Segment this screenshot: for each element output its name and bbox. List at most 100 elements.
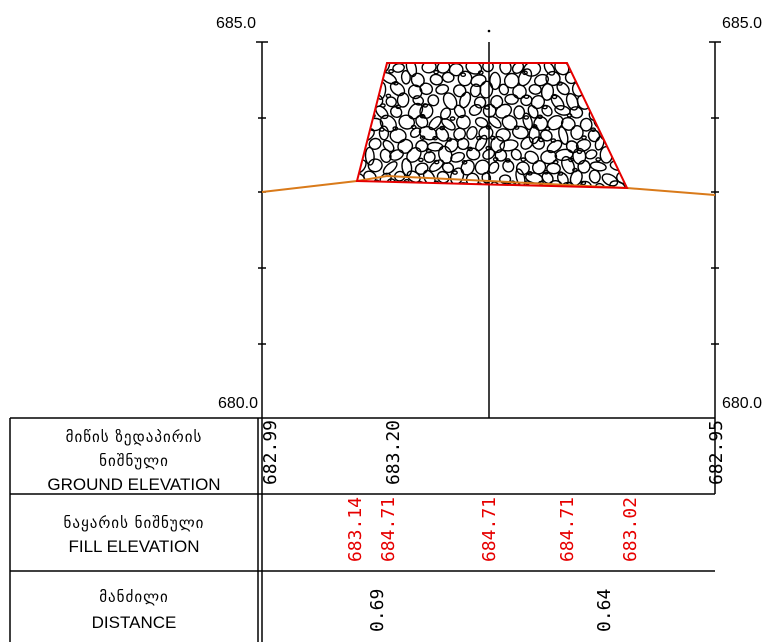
- rock-shape: [634, 105, 638, 108]
- rock-shape: [622, 160, 627, 172]
- rock-shape: [602, 103, 609, 109]
- rock-shape: [368, 137, 382, 150]
- rock-shape: [605, 96, 620, 110]
- ground-elevation-value: 682.99: [260, 420, 281, 485]
- rock-shape: [541, 104, 553, 117]
- rock-shape: [504, 93, 519, 105]
- rock-shape: [444, 138, 459, 153]
- rock-shape: [594, 92, 601, 98]
- rock-shape: [499, 139, 519, 152]
- distance-row-label-ka: მანძილი: [99, 588, 169, 606]
- rock-shape: [524, 150, 539, 165]
- rock-shape: [604, 125, 611, 130]
- rock-shape: [601, 173, 619, 187]
- rock-shape: [495, 103, 513, 119]
- rock-shape: [540, 82, 555, 101]
- rock-shape: [522, 70, 528, 76]
- left-scale-axis: [256, 41, 268, 642]
- rock-shape: [444, 182, 457, 188]
- rock-shape: [595, 157, 602, 162]
- rock-shape: [531, 136, 545, 150]
- fill-elevation-value: 683.14: [345, 497, 366, 562]
- rock-shape: [357, 159, 367, 174]
- rock-shape: [357, 101, 360, 119]
- rock-shape: [550, 93, 565, 111]
- rock-shape: [425, 191, 429, 194]
- rock-shape: [460, 72, 467, 77]
- rock-shape: [619, 137, 627, 149]
- rock-shape: [587, 129, 601, 143]
- rock-shape: [389, 149, 404, 161]
- rock-shape: [611, 140, 624, 153]
- rock-shape: [417, 157, 424, 163]
- rock-shape: [488, 161, 500, 174]
- rock-shape: [579, 180, 593, 188]
- rock-shape: [453, 104, 466, 119]
- rock-shape: [359, 63, 374, 77]
- rock-shape: [543, 63, 556, 76]
- rock-shape: [357, 112, 362, 118]
- fill-row-label-ka: ნაყარის ნიშნული: [64, 514, 205, 532]
- rock-shape: [468, 183, 488, 188]
- rock-shape: [378, 125, 390, 141]
- rock-shape: [570, 125, 584, 141]
- rock-shape: [461, 159, 468, 165]
- rock-shape: [556, 81, 570, 96]
- rock-shape: [629, 137, 633, 140]
- rock-shape: [588, 169, 601, 184]
- rock-shape: [429, 159, 444, 173]
- rock-shape: [474, 159, 491, 175]
- rock-shape: [430, 183, 445, 188]
- ground-row-label-ka-2: ნიშნული: [99, 452, 169, 470]
- scale-top-left-label: 685.0: [216, 15, 256, 32]
- rock-shape: [515, 161, 530, 176]
- rock-shape: [528, 83, 542, 95]
- rock-shape: [582, 91, 589, 97]
- distance-value: 0.64: [594, 589, 615, 632]
- rock-shape: [520, 157, 527, 162]
- data-table-frame: [9, 417, 716, 642]
- rock-shape: [405, 63, 418, 78]
- rock-shape: [427, 94, 440, 107]
- rock-shape: [530, 95, 546, 110]
- rock-shape: [490, 94, 504, 109]
- rock-shape: [523, 63, 542, 77]
- rock-shape: [398, 114, 416, 130]
- rock-shape: [561, 155, 575, 175]
- rock-shape: [487, 115, 502, 129]
- rock-shape: [551, 94, 558, 100]
- rock-shape: [593, 93, 604, 108]
- rock-shape: [546, 162, 561, 175]
- rock-shape: [364, 81, 376, 96]
- rock-shape: [622, 114, 627, 129]
- rock-shape: [441, 162, 455, 174]
- rock-shape: [482, 148, 496, 160]
- rock-shape: [367, 158, 383, 173]
- rock-shape: [410, 191, 414, 194]
- rock-shape: [428, 115, 442, 131]
- rock-shape: [609, 71, 624, 84]
- rock-shape: [483, 193, 487, 196]
- rock-shape: [498, 83, 510, 96]
- distance-value: 0.69: [367, 589, 388, 632]
- rock-shape: [357, 96, 367, 109]
- ground-elevation-value: 682.95: [706, 420, 727, 485]
- rock-shape: [433, 69, 439, 75]
- rock-fill-pattern: [357, 63, 638, 196]
- rock-shape: [528, 125, 540, 145]
- rock-shape: [362, 79, 369, 85]
- rock-shape: [614, 114, 621, 120]
- rock-shape: [389, 128, 407, 144]
- rock-shape: [436, 170, 450, 184]
- rock-shape: [357, 182, 365, 188]
- rock-shape: [479, 80, 494, 99]
- rock-shape: [357, 116, 368, 131]
- scale-bottom-left-label: 680.0: [218, 395, 258, 412]
- rock-shape: [419, 135, 426, 140]
- rock-shape: [599, 116, 605, 122]
- rock-shape: [481, 172, 492, 184]
- rock-shape: [421, 63, 437, 74]
- rock-shape: [604, 63, 616, 73]
- rock-shape: [520, 94, 533, 107]
